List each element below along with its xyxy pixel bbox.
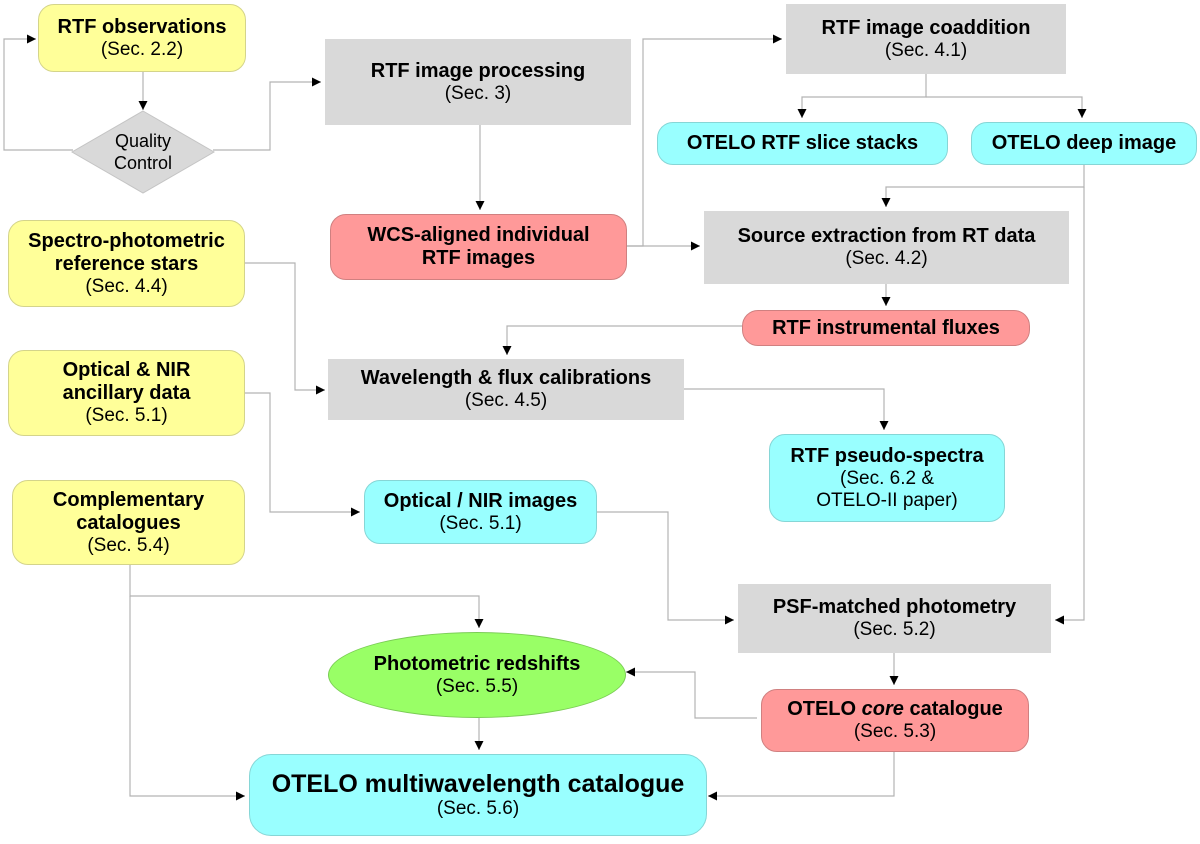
rtf-image-processing-node: RTF image processing (Sec. 3)	[325, 39, 631, 125]
edge-instr-to-wave	[502, 325, 742, 355]
psf-matched-section: (Sec. 5.2)	[853, 619, 936, 641]
diamond-shape	[71, 110, 215, 194]
wcs-aligned-images-node: WCS-aligned individual RTF images	[330, 214, 627, 280]
rtf-pseudo-spectra-section: (Sec. 6.2 &	[840, 467, 934, 489]
otelo-core-catalogue-node: OTELO core catalogue (Sec. 5.3)	[761, 689, 1029, 752]
complementary-line2: catalogues	[76, 511, 181, 534]
psf-matched-photometry-node: PSF-matched photometry (Sec. 5.2)	[738, 584, 1051, 653]
otelo-core-title: OTELO core catalogue	[787, 698, 1003, 721]
otelo-core-emphasis: core	[861, 698, 904, 721]
optical-nir-images-title: Optical / NIR images	[383, 489, 578, 512]
photometric-redshifts-node: Photometric redshifts (Sec. 5.5)	[328, 632, 626, 718]
spectro-photometric-line2: reference stars	[54, 252, 199, 275]
psf-matched-title: PSF-matched photometry	[772, 596, 1017, 619]
otelo-multiwavelength-title: OTELO multiwavelength catalogue	[271, 769, 685, 798]
quality-control-line1: Quality	[114, 130, 172, 151]
edge-quality-to-processing	[213, 77, 321, 151]
photometric-redshifts-section: (Sec. 5.5)	[435, 675, 519, 697]
spectro-photometric-stars-node: Spectro-photometric reference stars (Sec…	[8, 220, 245, 307]
complementary-section: (Sec. 5.4)	[87, 534, 170, 556]
quality-control-line2: Control	[113, 153, 173, 173]
wavelength-flux-title: Wavelength & flux calibrations	[360, 367, 652, 390]
otelo-multiwavelength-catalogue-node: OTELO multiwavelength catalogue (Sec. 5.…	[249, 754, 707, 836]
source-extraction-title: Source extraction from RT data	[737, 225, 1036, 248]
source-extraction-node: Source extraction from RT data (Sec. 4.2…	[704, 211, 1069, 284]
rtf-image-coaddition-section: (Sec. 4.1)	[884, 39, 968, 61]
edge-wave-to-pseudo	[684, 388, 889, 430]
otelo-core-pre: OTELO	[787, 698, 862, 721]
rtf-image-coaddition-node: RTF image coaddition (Sec. 4.1)	[786, 4, 1066, 74]
edge-quality-loop	[3, 34, 73, 151]
edge-core-to-photz	[626, 667, 757, 719]
wavelength-flux-calibrations-node: Wavelength & flux calibrations (Sec. 4.5…	[328, 359, 684, 420]
complementary-line1: Complementary	[52, 488, 205, 511]
quality-control-decision: Quality Control	[71, 110, 215, 194]
complementary-catalogues-node: Complementary catalogues (Sec. 5.4)	[12, 480, 245, 565]
photometric-redshifts-title: Photometric redshifts	[373, 652, 581, 675]
otelo-rtf-slice-stacks-node: OTELO RTF slice stacks	[657, 122, 948, 165]
otelo-core-post: catalogue	[903, 698, 1003, 721]
wcs-aligned-line1: WCS-aligned individual	[367, 224, 590, 246]
optical-nir-line1: Optical & NIR	[62, 359, 191, 382]
optical-nir-images-node: Optical / NIR images (Sec. 5.1)	[364, 480, 597, 544]
spectro-photometric-line1: Spectro-photometric	[28, 229, 225, 252]
edge-compl-to-photz	[129, 565, 484, 628]
edge-coadd-split	[797, 74, 927, 118]
rtf-image-coaddition-title: RTF image coaddition	[821, 16, 1031, 39]
otelo-rtf-slice-stacks-title: OTELO RTF slice stacks	[686, 132, 919, 154]
rtf-observations-title: RTF observations	[57, 15, 227, 38]
rtf-pseudo-spectra-node: RTF pseudo-spectra (Sec. 6.2 & OTELO-II …	[769, 434, 1005, 522]
optical-nir-section: (Sec. 5.1)	[85, 405, 168, 427]
rtf-instrumental-fluxes-title: RTF instrumental fluxes	[772, 316, 1000, 339]
optical-nir-line2: ancillary data	[62, 382, 191, 405]
optical-nir-ancillary-node: Optical & NIR ancillary data (Sec. 5.1)	[8, 350, 245, 436]
edge-compl-to-multi	[129, 596, 245, 801]
spectro-photometric-section: (Sec. 4.4)	[85, 275, 168, 297]
wavelength-flux-section: (Sec. 4.5)	[464, 390, 548, 412]
edge-optical-to-images	[245, 392, 360, 517]
edge-images-to-psf	[597, 511, 734, 625]
rtf-pseudo-spectra-reference: OTELO-II paper)	[816, 489, 958, 511]
edge-core-to-multi	[708, 752, 895, 801]
rtf-image-processing-section: (Sec. 3)	[444, 82, 512, 104]
rtf-image-processing-title: RTF image processing	[370, 59, 586, 82]
source-extraction-section: (Sec. 4.2)	[845, 248, 928, 270]
edge-deep-to-source	[881, 165, 1085, 207]
rtf-observations-section: (Sec. 2.2)	[100, 38, 184, 60]
otelo-multiwavelength-section: (Sec. 5.6)	[436, 798, 520, 820]
otelo-core-section: (Sec. 5.3)	[853, 721, 937, 743]
edge-coadd-to-deep	[926, 96, 1087, 118]
optical-nir-images-section: (Sec. 5.1)	[439, 512, 522, 534]
otelo-deep-image-node: OTELO deep image	[971, 122, 1197, 165]
rtf-instrumental-fluxes-node: RTF instrumental fluxes	[742, 310, 1030, 346]
rtf-observations-node: RTF observations (Sec. 2.2)	[38, 4, 246, 72]
rtf-pseudo-spectra-title: RTF pseudo-spectra	[790, 444, 984, 467]
wcs-aligned-line2: RTF images	[421, 247, 536, 269]
otelo-deep-image-title: OTELO deep image	[991, 132, 1177, 154]
edge-spectro-to-wave	[245, 262, 325, 395]
edge-deep-to-psf	[1055, 187, 1085, 625]
